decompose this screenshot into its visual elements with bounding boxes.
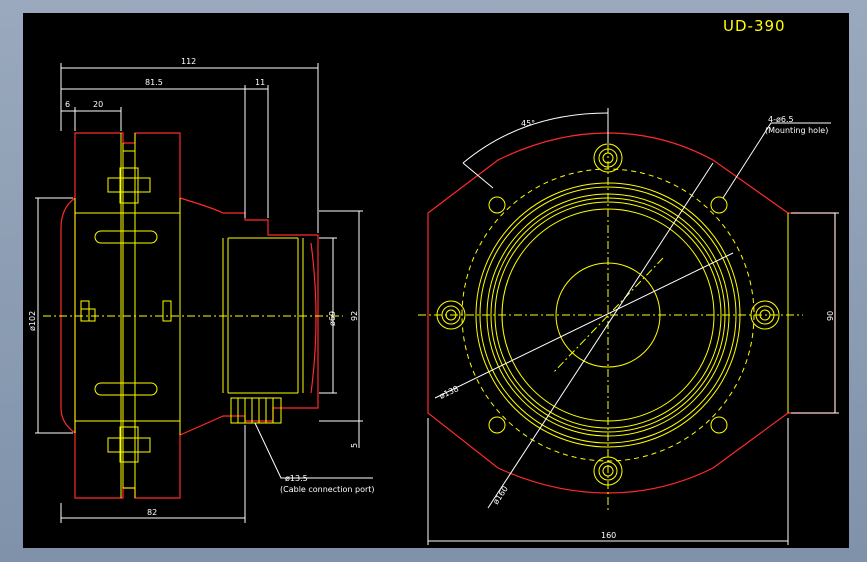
dim-92: 92 xyxy=(350,311,359,321)
dim-5: 5 xyxy=(350,443,359,448)
dim-diameter-160: ø160 xyxy=(491,484,510,506)
dim-diameter-69: ø69 xyxy=(328,311,337,326)
front-view: 45° 4-ø6.5 (Mounting hole) ø138 ø160 160 xyxy=(418,108,839,545)
cad-viewport[interactable]: UD-390 xyxy=(23,13,849,548)
side-view: 112 81.5 11 6 20 ø102 ø69 xyxy=(28,57,375,523)
dim-20: 20 xyxy=(93,100,103,109)
dim-82: 82 xyxy=(147,508,157,517)
mounting-hole-spec: 4-ø6.5 xyxy=(768,115,794,124)
dim-81-5: 81.5 xyxy=(145,78,163,87)
dim-6: 6 xyxy=(65,100,70,109)
cad-drawing: UD-390 xyxy=(28,17,839,545)
cable-port-diameter: ø13.5 xyxy=(285,474,308,483)
dim-diameter-102: ø102 xyxy=(28,311,37,331)
drawing-title: UD-390 xyxy=(723,17,786,35)
dim-width-160: 160 xyxy=(601,531,616,540)
dim-height-90: 90 xyxy=(826,311,835,321)
mounting-hole-label: (Mounting hole) xyxy=(765,126,828,135)
dim-11: 11 xyxy=(255,78,265,87)
front-cap-outline xyxy=(60,197,76,434)
dim-112: 112 xyxy=(181,57,196,66)
dim-diameter-138: ø138 xyxy=(438,384,460,401)
cable-port-label: (Cable connection port) xyxy=(280,485,375,494)
dim-angle-45: 45° xyxy=(521,119,535,128)
